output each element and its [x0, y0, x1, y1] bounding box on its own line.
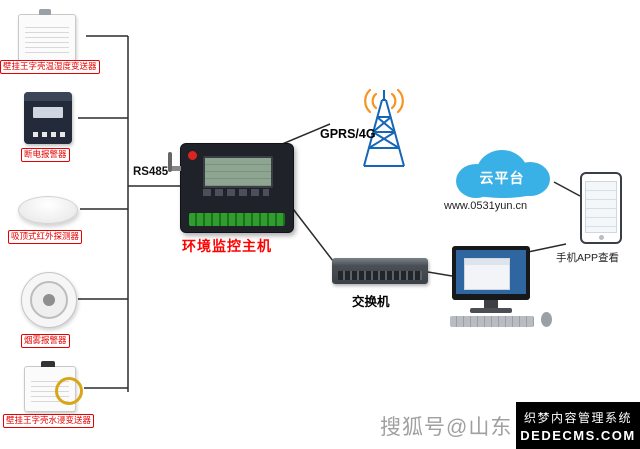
watermark-text: 搜狐号@山东	[380, 416, 513, 439]
monitor-screen	[456, 250, 526, 294]
cms-badge-line1: 织梦内容管理系统	[523, 410, 632, 425]
network-switch-icon	[332, 258, 428, 284]
monitoring-host-icon	[168, 143, 294, 233]
cms-badge-line2: DEDECMS.COM	[520, 427, 636, 443]
alarm-screen	[33, 107, 63, 118]
host-keypad	[203, 189, 269, 196]
cloud-base	[458, 172, 548, 198]
cloud-url: www.0531yun.cn	[444, 200, 528, 212]
gprs-tower-icon	[363, 88, 405, 167]
phone-home-button	[598, 235, 604, 240]
device-label-temp-humidity: 壁挂王字壳温湿度变送器	[0, 60, 100, 74]
cms-badge: 织梦内容管理系统 DEDECMS.COM	[516, 402, 640, 449]
host-terminal-strip	[189, 213, 285, 226]
device-label-water: 壁挂王字壳水浸变送器	[3, 414, 95, 428]
sensor-grille	[25, 23, 69, 53]
temp-humidity-sensor-icon	[18, 9, 76, 62]
smoke-alarm-icon	[21, 272, 77, 328]
switch-label: 交换机	[352, 295, 390, 309]
phone-icon	[580, 172, 622, 244]
host-lcd-screen	[203, 156, 273, 188]
phone-screen	[585, 181, 617, 233]
cloud-label: 云平台	[479, 170, 525, 186]
alarm-buttons	[33, 132, 65, 137]
device-label-infrared: 吸顶式红外探测器	[8, 230, 83, 244]
computer-monitor-icon	[452, 246, 530, 300]
switch-ports	[338, 271, 422, 280]
host-antenna-mount	[172, 166, 181, 171]
device-label-smoke: 烟雾报警器	[21, 334, 70, 348]
cloud-icon: 云平台	[448, 146, 556, 202]
keyboard-icon	[450, 316, 534, 327]
infrared-detector-icon	[18, 196, 78, 224]
water-sensor-cap	[41, 361, 55, 367]
host-antenna	[168, 152, 172, 172]
gprs-label: GPRS/4G	[320, 127, 376, 141]
monitor-window	[464, 258, 510, 290]
device-label-power-alarm: 断电报警器	[21, 148, 70, 162]
mouse-icon	[541, 312, 552, 327]
sensor-probe	[39, 9, 51, 15]
monitor-stand	[484, 300, 498, 309]
bus-label-rs485: RS485	[133, 166, 169, 178]
host-label: 环境监控主机	[182, 238, 272, 254]
phone-app-label: 手机APP查看	[556, 252, 620, 264]
water-sensor-cable-coil	[55, 377, 83, 405]
alarm-top	[24, 92, 72, 101]
smoke-core	[43, 294, 55, 306]
water-sensor-icon	[24, 361, 83, 412]
host-logo-dot	[188, 151, 197, 160]
power-failure-alarm-icon	[24, 92, 72, 144]
monitor-base	[470, 308, 512, 313]
